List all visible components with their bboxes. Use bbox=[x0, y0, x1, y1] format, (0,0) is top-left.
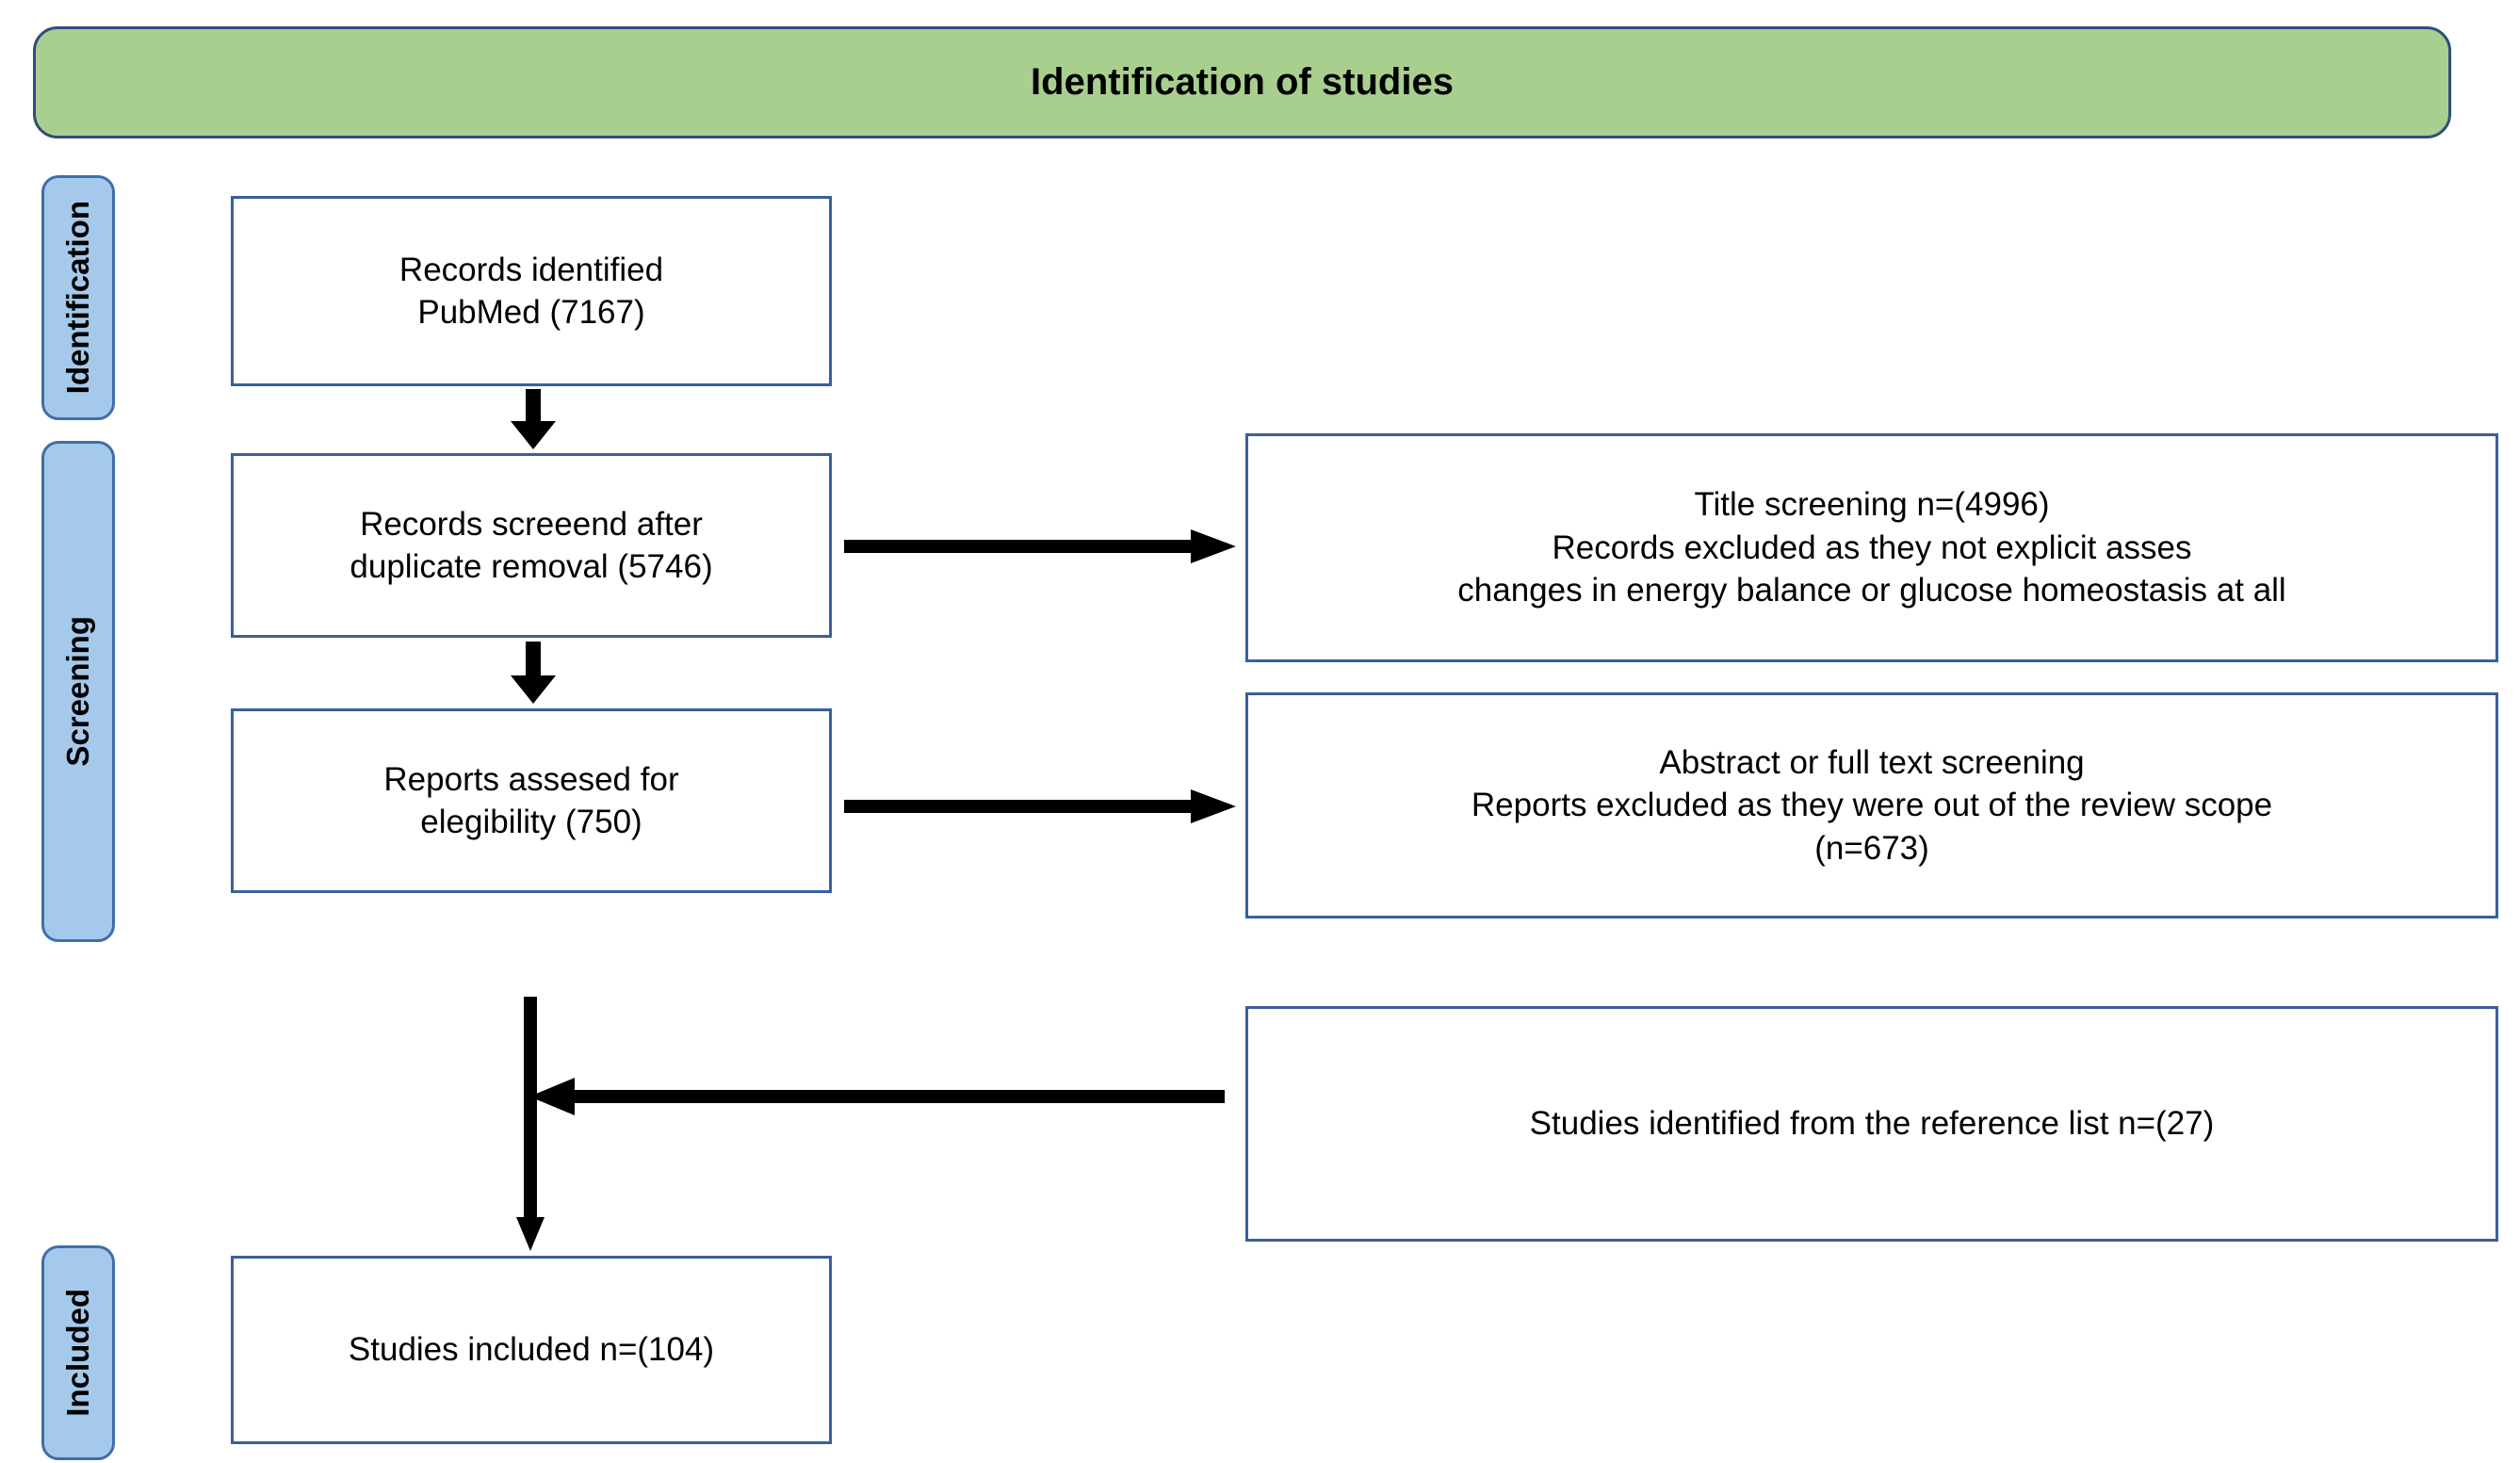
arrow-down-eligibility-to-included bbox=[516, 997, 545, 1251]
box-text: Records identified PubMed (7167) bbox=[398, 251, 664, 332]
box-records-screened: Records screeend after duplicate removal… bbox=[231, 453, 832, 638]
box-text: Abstract or full text screening Reports … bbox=[1471, 743, 2273, 867]
arrow-down-identified-to-screened bbox=[511, 389, 556, 449]
box-studies-from-reference-list: Studies identified from the reference li… bbox=[1245, 1006, 2498, 1242]
arrow-down-screened-to-eligibility bbox=[511, 642, 556, 704]
box-studies-included: Studies included n=(104) bbox=[231, 1256, 832, 1444]
arrow-left-reference-list-to-flow bbox=[529, 1078, 1225, 1115]
arrow-right-screened-to-title-excluded bbox=[844, 529, 1236, 563]
stage-label-text: Screening bbox=[60, 616, 95, 767]
identification-banner: Identification of studies bbox=[33, 26, 2451, 138]
box-text: Studies identified from the reference li… bbox=[1529, 1105, 2215, 1143]
box-reports-assessed-eligibility: Reports assesed for elegibility (750) bbox=[231, 708, 832, 893]
stage-label-text: Identification bbox=[60, 201, 95, 395]
box-text: Records screeend after duplicate removal… bbox=[350, 505, 713, 586]
stage-label-identification: Identification bbox=[41, 175, 115, 420]
box-text: Studies included n=(104) bbox=[348, 1331, 715, 1369]
box-title-screening-excluded: Title screening n=(4996) Records exclude… bbox=[1245, 433, 2498, 662]
stage-label-text: Included bbox=[60, 1289, 95, 1417]
stage-label-screening: Screening bbox=[41, 441, 115, 942]
box-abstract-fulltext-excluded: Abstract or full text screening Reports … bbox=[1245, 692, 2498, 918]
arrow-right-eligibility-to-abstract-excluded bbox=[844, 789, 1236, 823]
banner-title: Identification of studies bbox=[1031, 61, 1454, 103]
box-records-identified: Records identified PubMed (7167) bbox=[231, 196, 832, 386]
box-text: Title screening n=(4996) Records exclude… bbox=[1457, 486, 2286, 610]
box-text: Reports assesed for elegibility (750) bbox=[383, 760, 679, 841]
stage-label-included: Included bbox=[41, 1245, 115, 1460]
